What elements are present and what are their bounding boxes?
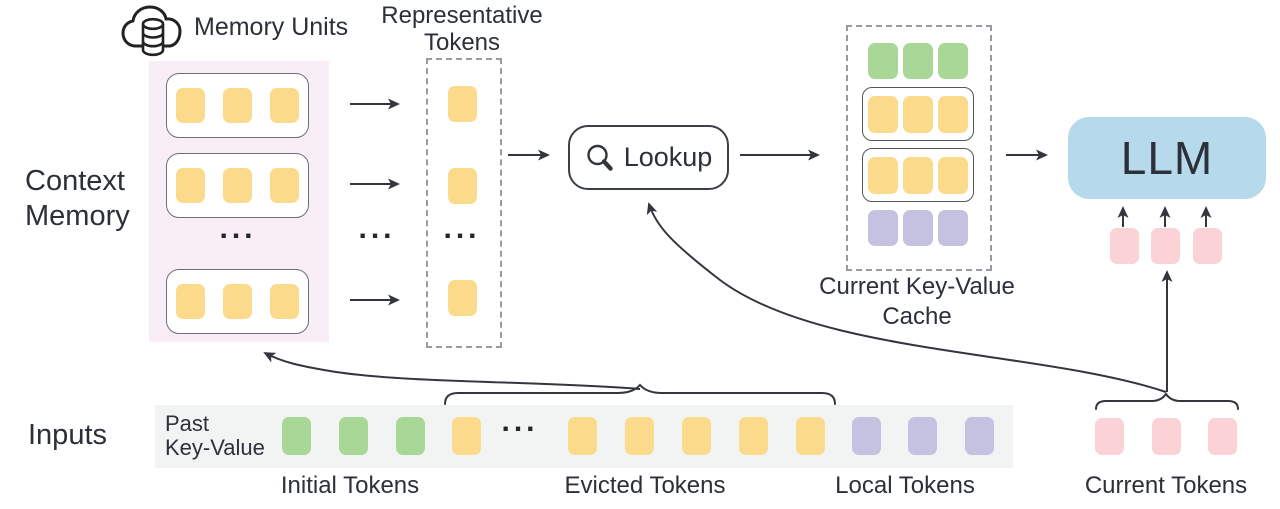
representative-tokens-line1: Representative [381, 2, 543, 29]
evicted-token [568, 417, 597, 455]
middle-ellipsis: ... [358, 212, 396, 245]
search-icon [587, 144, 613, 171]
cache-token-purple [868, 210, 898, 246]
current-kv-cache-box [846, 25, 992, 271]
context-memory-label: Context Memory [25, 164, 130, 234]
memory-unit-row [166, 153, 309, 218]
lookup-box: Lookup [568, 125, 729, 190]
cache-label-line2: Cache [882, 303, 952, 330]
representative-token [448, 86, 477, 122]
representative-tokens-box [426, 58, 502, 348]
llm-box: LLM [1068, 117, 1266, 199]
initial-token [282, 417, 311, 455]
memory-token [223, 284, 252, 319]
cache-token-green [938, 43, 968, 79]
cache-token-green [868, 43, 898, 79]
current-tokens-label: Current Tokens [1084, 472, 1248, 499]
local-token [965, 417, 994, 455]
local-token [908, 417, 937, 455]
context-memory-line2: Memory [25, 200, 130, 232]
evicted-token [739, 417, 768, 455]
current-token [1152, 418, 1181, 455]
memory-ellipsis: ... [219, 212, 257, 245]
evicted-tokens-label: Evicted Tokens [564, 472, 726, 499]
memory-units-panel [149, 61, 329, 342]
llm-input-token [1193, 228, 1222, 264]
cache-label-line1: Current Key-Value [819, 273, 1015, 300]
past-kv-line1: Past [165, 411, 210, 436]
cache-token-yellow [868, 95, 898, 133]
llm-input-token [1151, 228, 1180, 264]
cache-token-yellow [938, 156, 968, 194]
past-kv-strip: Past Key-Value [155, 405, 1013, 468]
cache-token-yellow [903, 95, 933, 133]
evicted-token [796, 417, 825, 455]
memory-token [270, 284, 299, 319]
local-tokens-label: Local Tokens [835, 472, 975, 499]
memory-unit-row [166, 269, 309, 334]
evicted-token [682, 417, 711, 455]
representative-token [448, 280, 477, 316]
memory-units-label: Memory Units [194, 13, 349, 41]
initial-token [339, 417, 368, 455]
past-kv-line2: Key-Value [165, 435, 265, 460]
current-token [1208, 418, 1237, 455]
cache-unit-row [862, 87, 974, 141]
llm-label: LLM [1120, 132, 1214, 184]
local-token [852, 417, 881, 455]
initial-token [396, 417, 425, 455]
cache-unit-row [862, 148, 974, 202]
cache-token-green [903, 43, 933, 79]
cache-token-yellow [868, 156, 898, 194]
current-tokens-brace [1095, 392, 1239, 410]
context-memory-line1: Context [25, 165, 125, 197]
current-token [1095, 418, 1124, 455]
memory-token [270, 168, 299, 203]
arrow-evicted-to-memory [263, 352, 641, 390]
evicted-token [625, 417, 654, 455]
evicted-tokens-brace [444, 383, 836, 405]
cache-token-yellow [903, 156, 933, 194]
memory-token [176, 284, 205, 319]
cloud-database-icon [121, 5, 182, 57]
representative-ellipsis: ... [443, 212, 481, 245]
memory-token [270, 88, 299, 123]
llm-input-token [1110, 228, 1139, 264]
memory-token [223, 168, 252, 203]
lookup-label: Lookup [623, 142, 713, 172]
evicted-token [452, 417, 481, 455]
initial-tokens-label: Initial Tokens [280, 472, 420, 499]
cache-token-purple [938, 210, 968, 246]
current-kv-cache-label: Current Key-Value Cache [817, 272, 1017, 332]
past-kv-label: Past Key-Value [165, 412, 265, 460]
representative-tokens-label: Representative Tokens [372, 2, 552, 56]
cache-token-purple [903, 210, 933, 246]
memory-token [223, 88, 252, 123]
inputs-label: Inputs [28, 419, 107, 451]
memory-token [176, 88, 205, 123]
cache-token-yellow [938, 95, 968, 133]
memory-unit-row [166, 73, 309, 138]
strip-ellipsis: ... [501, 405, 539, 438]
representative-token [448, 168, 477, 204]
memory-token [176, 168, 205, 203]
representative-tokens-line2: Tokens [423, 29, 501, 56]
